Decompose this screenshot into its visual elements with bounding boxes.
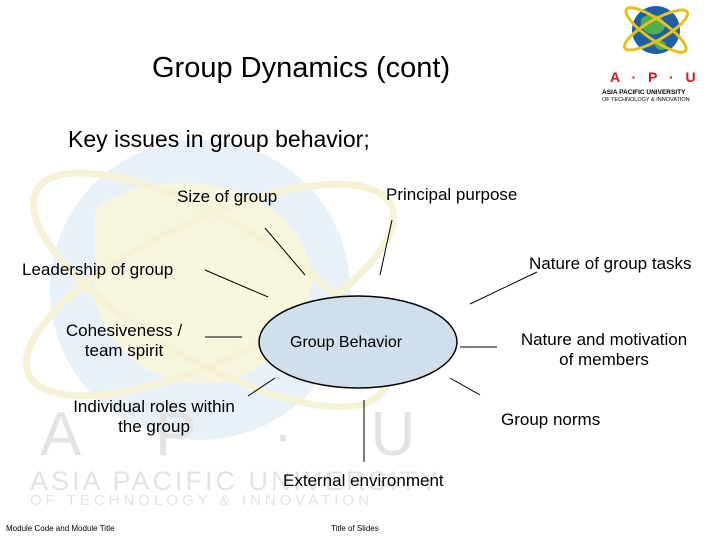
center-label: Group Behavior [290, 334, 403, 351]
logo-line2: OF TECHNOLOGY & INNOVATION [602, 97, 690, 103]
logo-line1: ASIA PACIFIC UNIVERSITY [602, 89, 686, 96]
label-external-environment: External environment [283, 471, 444, 490]
apu-logo: A · P · U ASIA PACIFIC UNIVERSITY OF TEC… [602, 6, 700, 103]
connector-size [264, 227, 306, 276]
connector-tasks [469, 271, 538, 305]
label-motivation: Nature and motivation of members [504, 330, 704, 370]
globe-icon [622, 6, 690, 54]
label-nature-of-tasks: Nature of group tasks [529, 254, 692, 273]
logo-letters: A · P · U [610, 69, 700, 85]
label-cohesiveness-line2: team spirit [84, 341, 164, 360]
label-cohesiveness-line1: Cohesiveness / [65, 321, 183, 340]
slide-title: Group Dynamics (cont) [152, 52, 451, 84]
label-size-of-group: Size of group [177, 187, 278, 206]
label-principal-purpose: Principal purpose [386, 185, 518, 204]
label-roles-line1: Individual roles within [73, 397, 235, 416]
connector-leadership [204, 269, 269, 298]
connector-norms [449, 377, 481, 396]
connector-roles [247, 377, 276, 397]
connector-purpose [379, 219, 393, 276]
label-motivation-line1: Nature and motivation [520, 330, 688, 349]
watermark-letters: A P · U [40, 400, 445, 469]
label-cohesiveness: Cohesiveness / team spirit [44, 321, 204, 361]
label-leadership: Leadership of group [22, 260, 174, 279]
footer-slide-title: Title of Slides [331, 524, 379, 533]
center-ellipse [258, 295, 458, 389]
label-motivation-line2: of members [559, 350, 649, 369]
footer-module: Module Code and Module Title [6, 524, 115, 533]
slide-subtitle: Key issues in group behavior; [68, 126, 370, 152]
watermark-line2: OF TECHNOLOGY & INNOVATION [30, 492, 373, 509]
label-individual-roles: Individual roles within the group [56, 397, 252, 437]
label-group-norms: Group norms [501, 410, 601, 429]
watermark-line1: ASIA PACIFIC UNIVERSITY [30, 466, 441, 496]
label-roles-line2: the group [118, 417, 190, 436]
